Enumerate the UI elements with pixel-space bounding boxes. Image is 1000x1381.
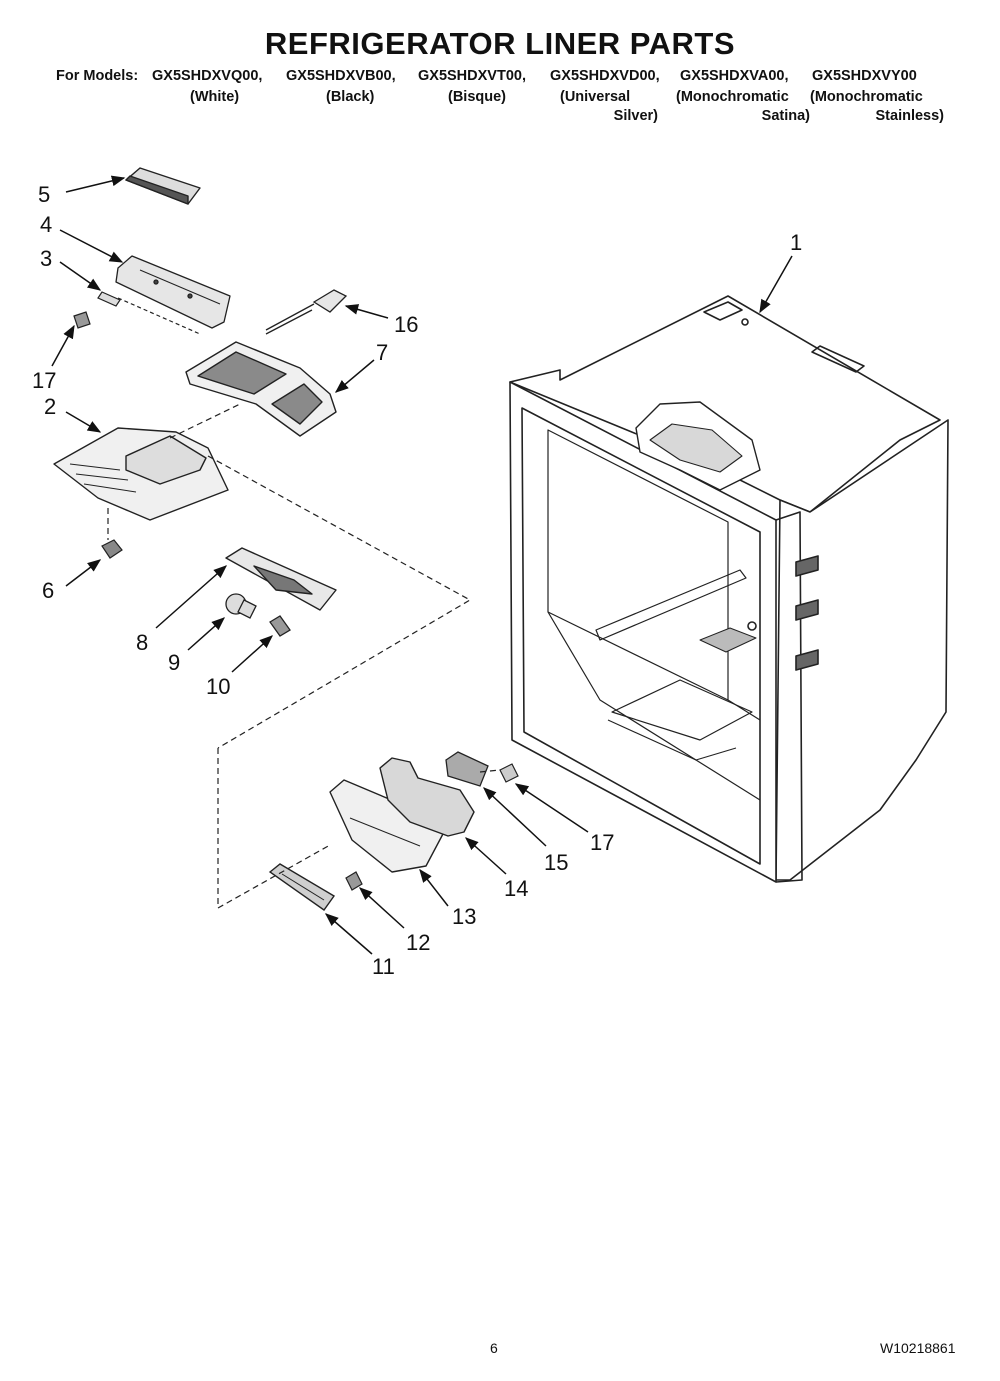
page-number: 6: [490, 1340, 498, 1356]
callout-7: 7: [376, 340, 388, 365]
page-title: REFRIGERATOR LINER PARTS: [264, 26, 736, 61]
model-code: GX5SHDXVY00: [812, 68, 917, 84]
callout-4: 4: [40, 212, 52, 237]
part-3-light-socket: [97, 291, 201, 335]
part-9-bulb: [225, 593, 257, 619]
part-10-socket: [269, 615, 291, 637]
model-variant: (White): [190, 89, 240, 105]
model-variant: (Bisque): [448, 89, 506, 105]
part-11-lens: [268, 863, 336, 911]
part-2-light-housing: [53, 427, 229, 521]
callout-14: 14: [504, 876, 528, 901]
part-17-screw-lower: [499, 763, 519, 783]
callout-16: 16: [394, 312, 418, 337]
document-number: W10218861: [880, 1340, 956, 1356]
callout-9: 9: [168, 650, 180, 675]
callout-2: 2: [44, 394, 56, 419]
callout-8: 8: [136, 630, 148, 655]
callout-13: 13: [452, 904, 476, 929]
part-16-bulb-probe: [265, 289, 348, 335]
callout-5: 5: [38, 182, 50, 207]
model-variant: (Black): [326, 89, 375, 105]
callout-17-upper: 17: [32, 368, 56, 393]
model-code: GX5SHDXVQ00,: [152, 68, 263, 84]
callout-10: 10: [206, 674, 230, 699]
model-code: GX5SHDXVD00,: [550, 68, 660, 84]
callout-12: 12: [406, 930, 430, 955]
part-5-bracket: [125, 167, 201, 205]
callout-3: 3: [40, 246, 52, 271]
part-17-screw-upper: [73, 311, 91, 329]
callout-11: 11: [372, 954, 395, 979]
liner-box: [509, 295, 949, 883]
part-13-cover: [329, 779, 445, 873]
part-14-housing: [379, 757, 475, 837]
part-12-screw: [345, 871, 363, 891]
part-7-lamp-cover: [185, 341, 337, 437]
callout-17-lower: 17: [590, 830, 614, 855]
callout-1: 1: [790, 230, 802, 255]
callout-15: 15: [544, 850, 568, 875]
part-8-light-module: [225, 547, 337, 611]
model-variant: (Universal Silver): [560, 89, 658, 124]
callout-6: 6: [42, 578, 54, 603]
model-code: GX5SHDXVT00,: [418, 68, 526, 84]
part-4-housing: [115, 255, 231, 329]
dashed-guides: [107, 403, 501, 910]
model-code: GX5SHDXVA00,: [680, 68, 789, 84]
part-6-clip: [101, 539, 123, 559]
model-variant: (Monochromatic Stainless): [810, 89, 944, 124]
for-models-label: For Models:: [56, 68, 139, 84]
callout-arrows: [51, 175, 793, 955]
model-code: GX5SHDXVB00,: [286, 68, 396, 84]
part-15-switch: [445, 751, 489, 787]
model-variant: (Monochromatic Satina): [676, 89, 810, 124]
callout-labels: 5 4 3 17 2 6 7 16 1 8 9 10 11 12 13 14 1…: [32, 182, 802, 979]
